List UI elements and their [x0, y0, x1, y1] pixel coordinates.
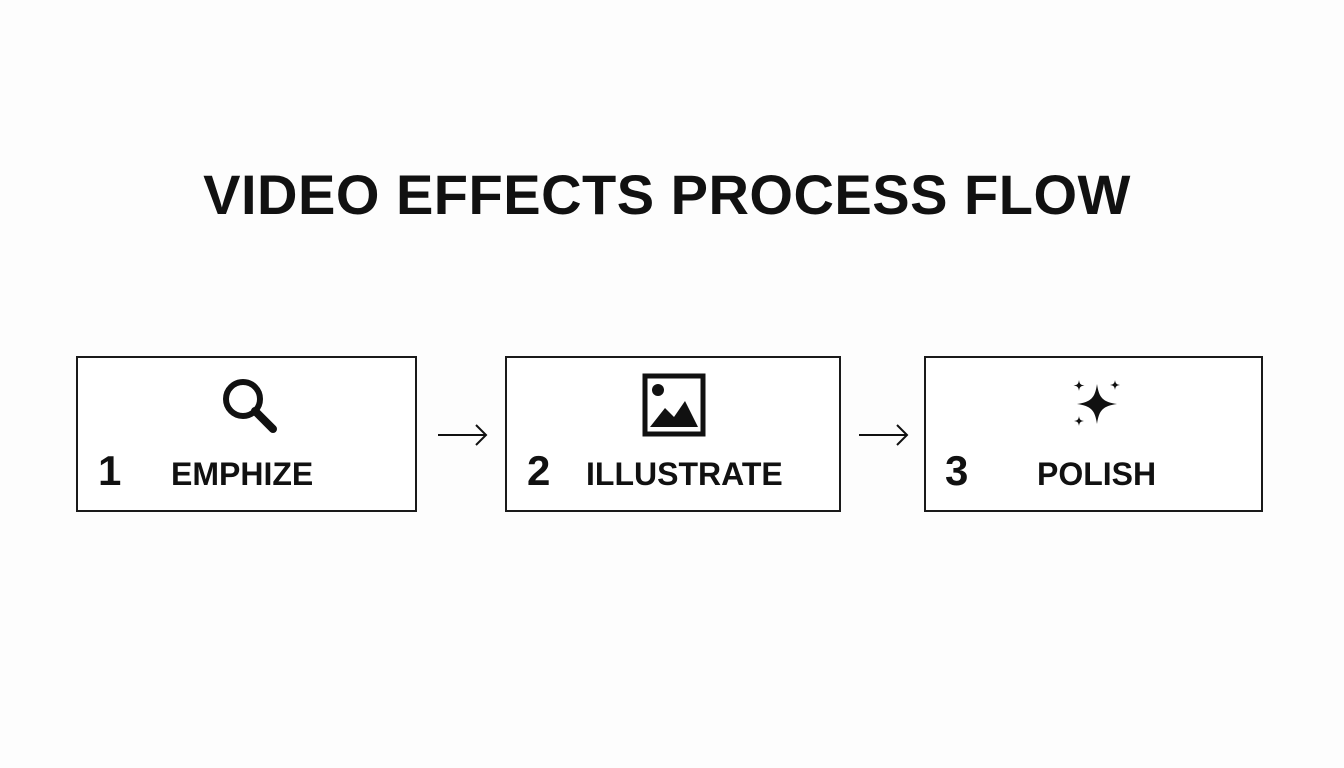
step-number: 3	[945, 447, 969, 494]
magnifier-icon	[216, 372, 282, 438]
step-box-polish: 3 POLISH	[924, 356, 1263, 512]
step-label: ILLUSTRATE	[586, 456, 783, 492]
diagram-title: VIDEO EFFECTS PROCESS FLOW	[203, 163, 1131, 226]
step-number: 2	[527, 447, 551, 494]
step-box-emphize: 1 EMPHIZE	[76, 356, 417, 512]
sparkle-icon	[1063, 372, 1129, 438]
step-box-illustrate: 2 ILLUSTRATE	[505, 356, 841, 512]
flow-arrow-icon	[436, 420, 490, 450]
step-label: POLISH	[1037, 456, 1157, 492]
step-number: 1	[98, 447, 122, 494]
flow-arrow-icon	[857, 420, 911, 450]
image-icon	[641, 372, 707, 438]
step-label: EMPHIZE	[171, 456, 314, 492]
